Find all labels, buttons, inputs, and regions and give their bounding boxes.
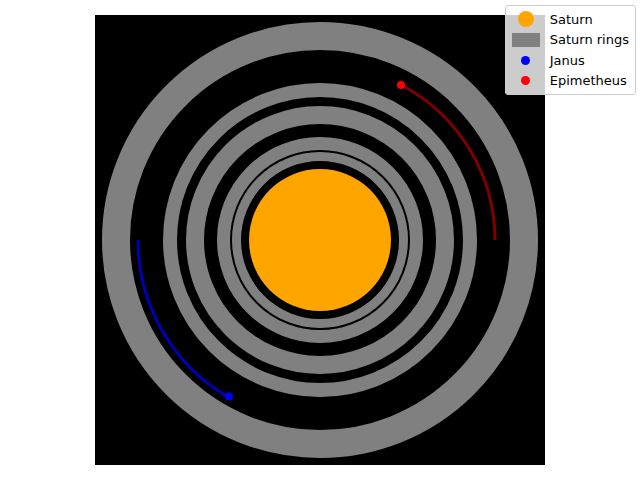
legend-swatch [521,76,530,85]
ring [170,90,470,390]
legend-label: Saturn rings [550,32,629,47]
ring [224,144,417,337]
swatch-cell [510,71,542,91]
swatch-cell [510,9,542,29]
plot-area [95,15,545,465]
ring-group [116,36,524,444]
planet [249,169,391,311]
orbit-arc [402,86,495,241]
legend-box: SaturnSaturn ringsJanusEpimetheus [505,5,636,95]
legend-entry: Saturn rings [510,30,629,51]
legend-label: Epimetheus [550,73,627,88]
ring [195,115,445,365]
legend-label: Saturn [550,12,593,27]
swatch-cell [510,50,542,70]
moon-dot [225,393,233,401]
orbit-arc [138,240,229,398]
ring [237,157,404,324]
moon-dot [397,81,405,89]
ring [116,36,524,444]
swatch-cell [510,30,542,50]
legend-label: Janus [550,53,585,68]
legend-entry: Saturn [510,9,629,30]
legend-swatch [521,56,530,65]
legend-entry: Epimetheus [510,71,629,92]
legend-swatch [518,11,534,27]
legend-swatch [512,33,540,47]
legend-entry: Janus [510,50,629,71]
